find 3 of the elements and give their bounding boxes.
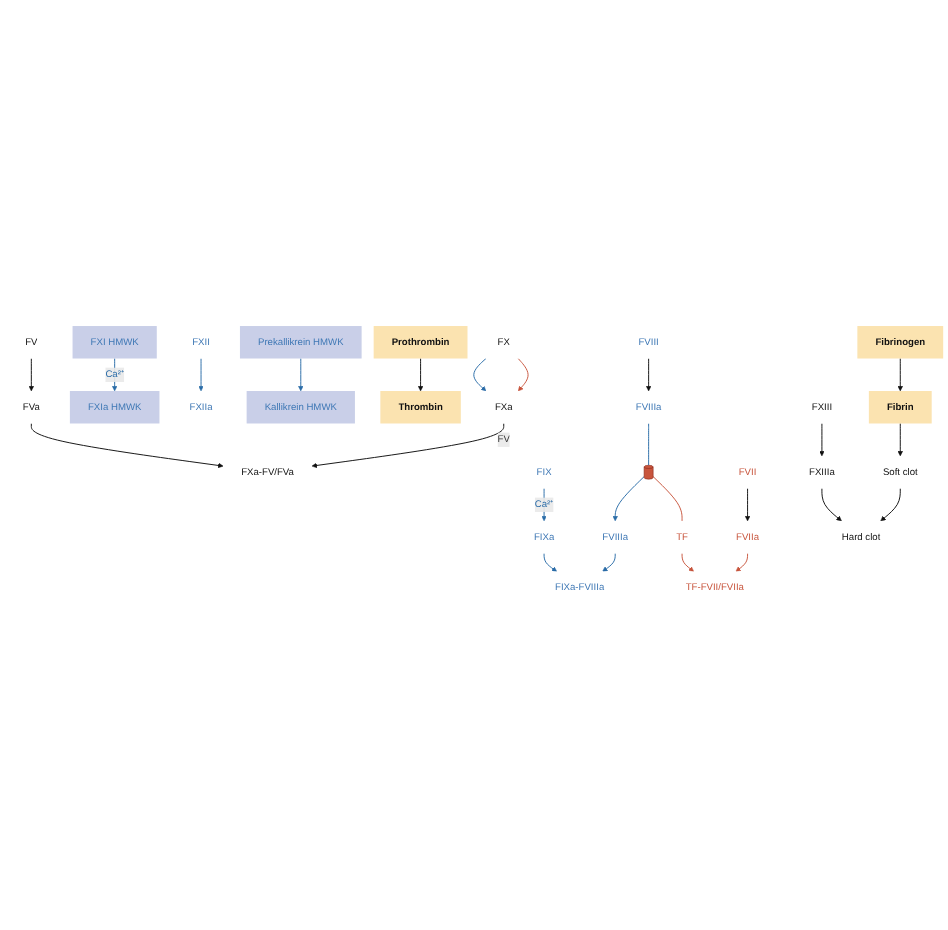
connector: [652, 476, 683, 522]
node-cylinder: [643, 465, 654, 480]
connector: [648, 423, 650, 466]
